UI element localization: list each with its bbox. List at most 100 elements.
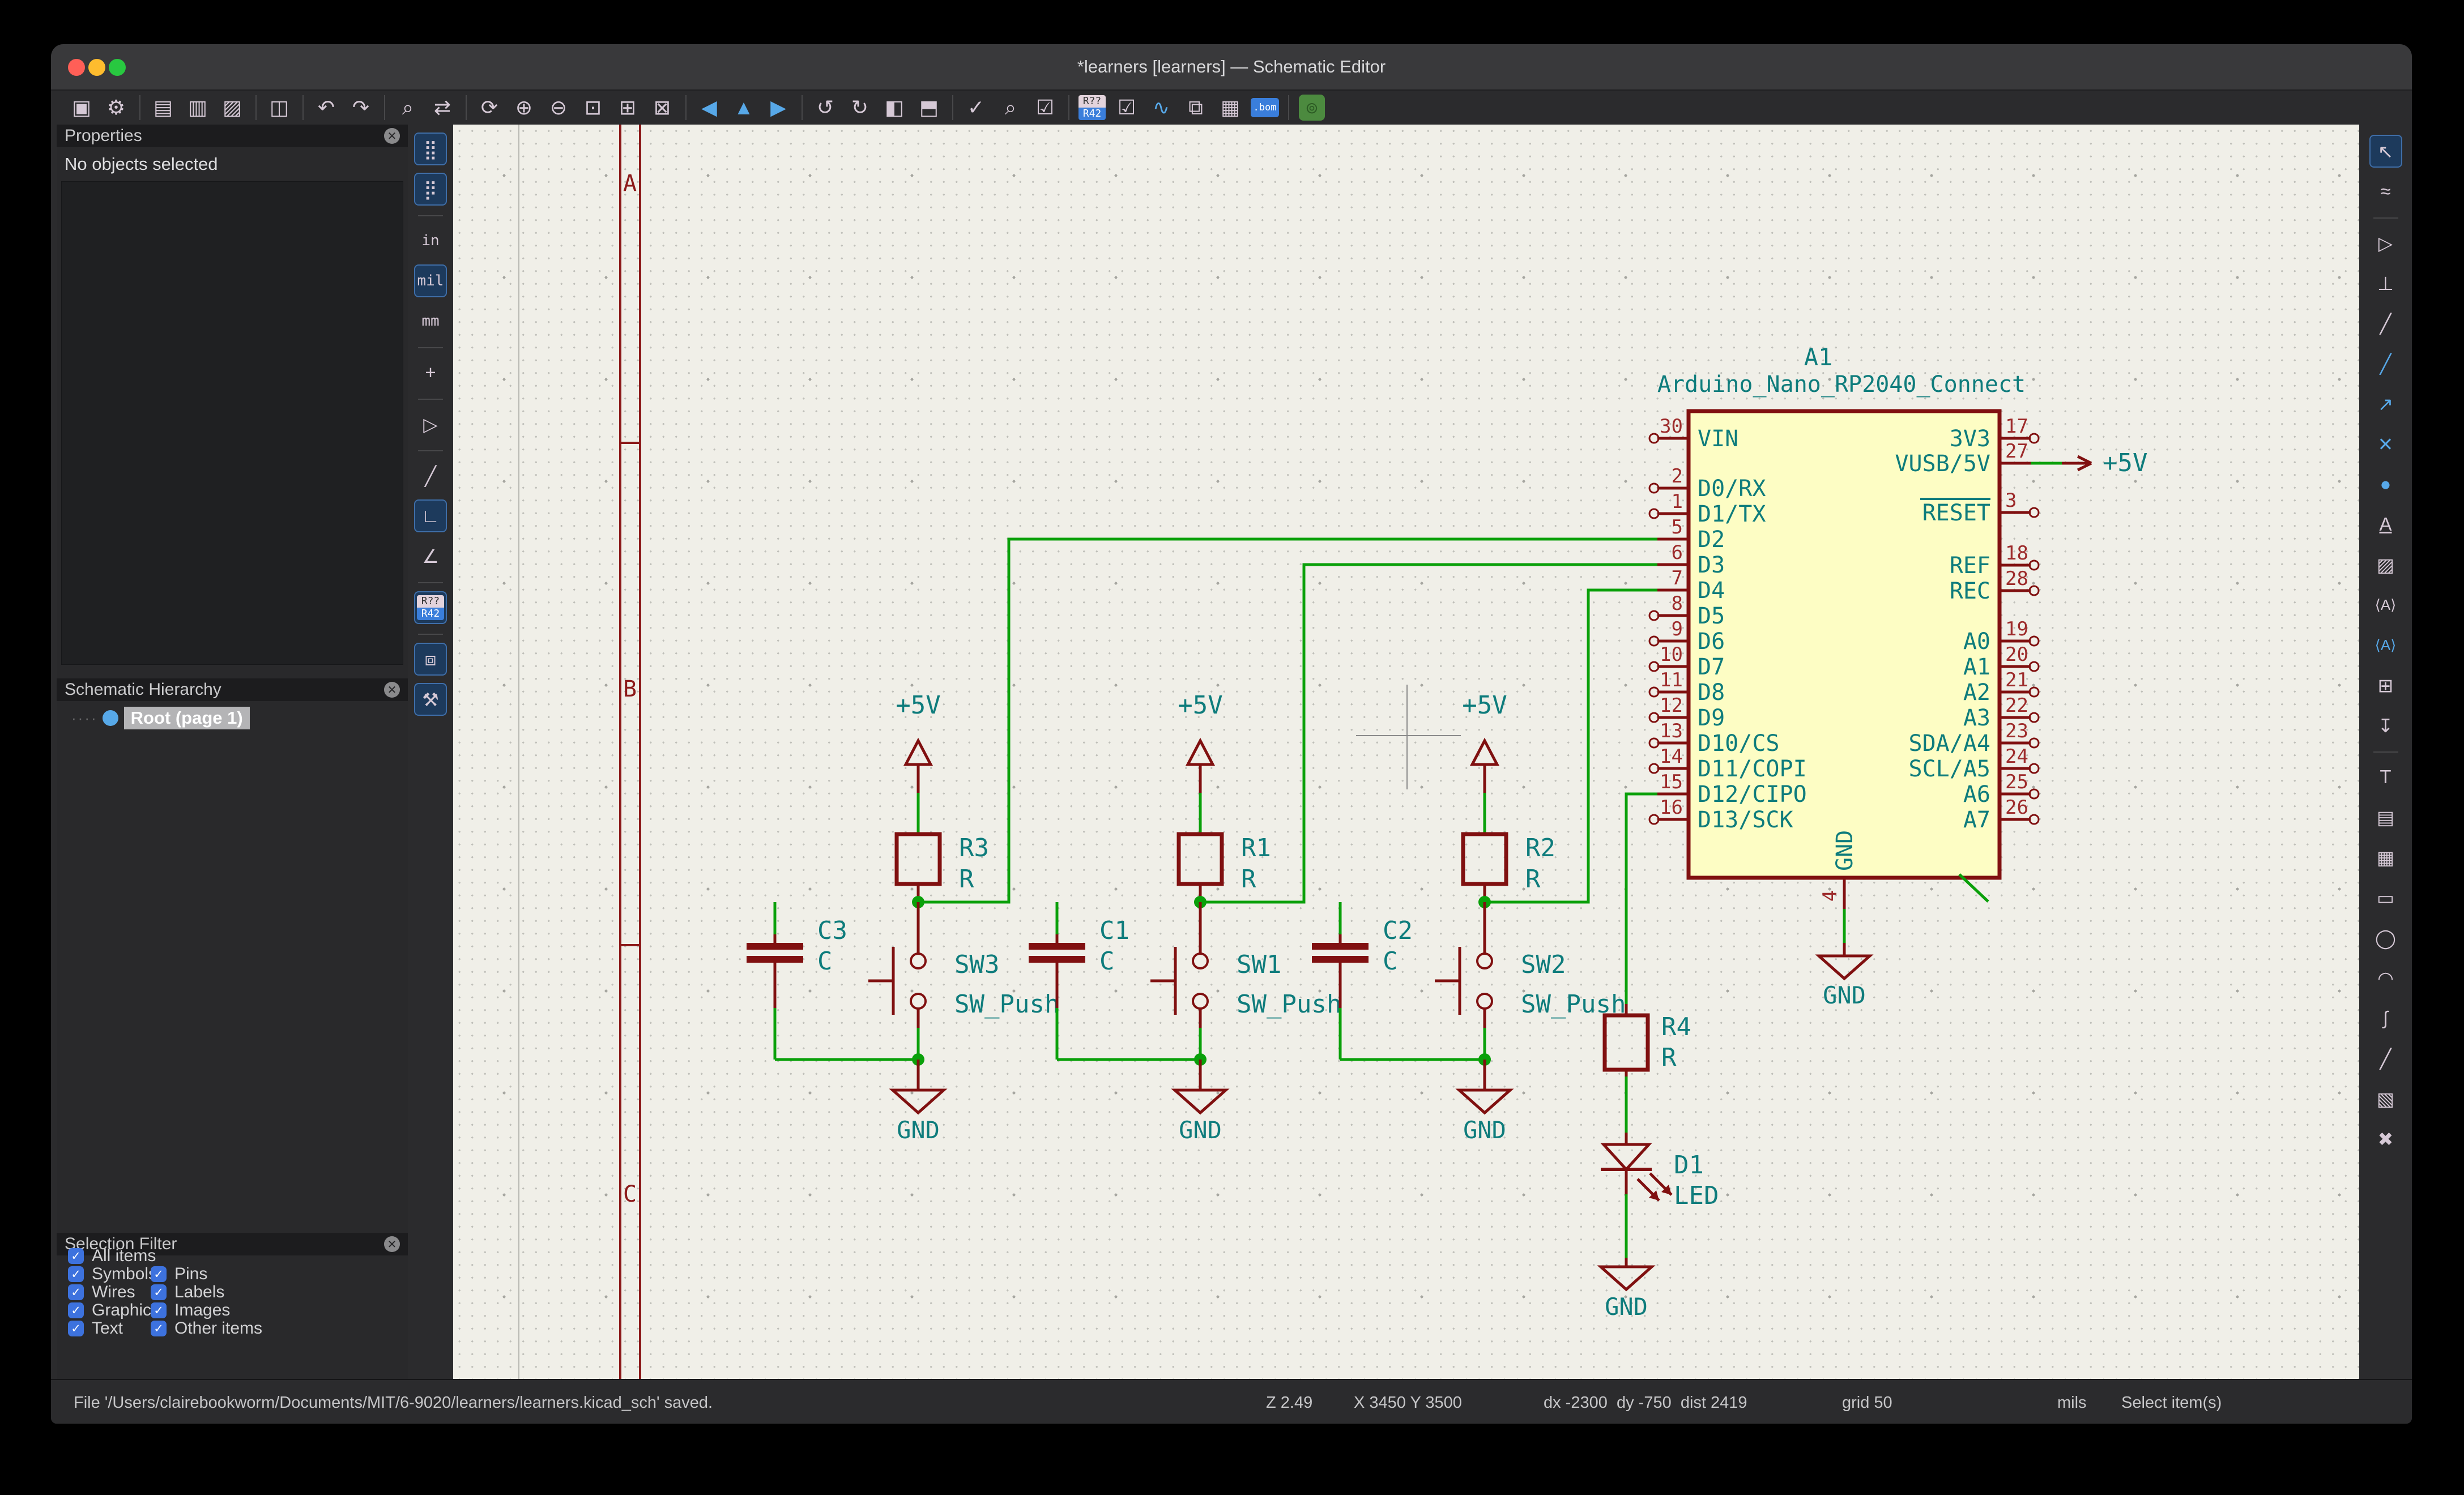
- select-tool[interactable]: ↖: [2369, 135, 2402, 168]
- zoom-fit-objects-button[interactable]: ⊞: [613, 93, 642, 122]
- resistor-R2[interactable]: [1463, 834, 1506, 884]
- delete-tool[interactable]: ✖: [2369, 1122, 2402, 1155]
- highlight-net-button[interactable]: ≈: [2369, 175, 2402, 208]
- zoom-out-button[interactable]: ⊖: [544, 93, 573, 122]
- add-no-connect-button[interactable]: ✕: [2369, 428, 2402, 460]
- hidden-pins-button[interactable]: ▷: [414, 408, 447, 441]
- show-properties-tools-button[interactable]: ⚒: [414, 683, 447, 716]
- print-button[interactable]: ▥: [183, 93, 212, 122]
- check-symbols-button[interactable]: ✓: [961, 93, 991, 122]
- plot-button[interactable]: ▨: [218, 93, 247, 122]
- checkbox-icon[interactable]: ✓: [68, 1284, 84, 1300]
- add-hierarchical-label-button[interactable]: ⟨A⟩: [2369, 629, 2402, 661]
- add-junction-button[interactable]: ●: [2369, 468, 2402, 501]
- add-power-symbol-button[interactable]: ⊥: [2369, 267, 2402, 300]
- redo-button[interactable]: ↷: [346, 93, 376, 122]
- checkbox-icon[interactable]: ✓: [151, 1266, 167, 1282]
- add-bezier-button[interactable]: ∫: [2369, 1002, 2402, 1035]
- assign-footprints-button[interactable]: ⧉: [1181, 93, 1210, 122]
- add-netclass-directive-button[interactable]: ▨: [2369, 548, 2402, 581]
- hierarchy-item-label[interactable]: Root (page 1): [124, 707, 250, 729]
- zoom-selection-button[interactable]: ⊠: [647, 93, 677, 122]
- symbol-fields-table-button[interactable]: ▦: [1216, 93, 1245, 122]
- simulator-button[interactable]: ∿: [1146, 93, 1176, 122]
- schematic-drawing[interactable]: ABCA1Arduino_Nano_RP2040_Connect30VIN2D0…: [453, 125, 2359, 1381]
- add-circle-button[interactable]: ◯: [2369, 921, 2402, 954]
- add-line-button[interactable]: ╱: [2369, 1042, 2402, 1075]
- rotate-ccw-button[interactable]: ↺: [811, 93, 840, 122]
- checkbox-icon[interactable]: ✓: [68, 1266, 84, 1282]
- add-wire-button[interactable]: ╱: [2369, 307, 2402, 340]
- import-sheet-pin-button[interactable]: ↧: [2369, 709, 2402, 742]
- filter-all-items[interactable]: ✓All items: [68, 1246, 156, 1266]
- nav-forward-button[interactable]: ▶: [764, 93, 793, 122]
- filter-labels[interactable]: ✓Labels: [151, 1283, 224, 1302]
- auto-annotate-button[interactable]: R??R42: [414, 591, 447, 624]
- close-icon[interactable]: ✕: [384, 682, 400, 698]
- add-net-label-button[interactable]: A: [2369, 508, 2402, 541]
- checkbox-icon[interactable]: ✓: [151, 1302, 167, 1318]
- schematic-setup-button[interactable]: ⚙: [101, 93, 131, 122]
- nav-back-button[interactable]: ◀: [694, 93, 724, 122]
- checkbox-icon[interactable]: ✓: [68, 1321, 84, 1336]
- paste-button[interactable]: ◫: [265, 93, 294, 122]
- wire-hv-button[interactable]: ∟: [414, 499, 447, 532]
- switch-contact[interactable]: [911, 994, 926, 1009]
- mirror-vertical-button[interactable]: ⬒: [914, 93, 944, 122]
- filter-other-items[interactable]: ✓Other items: [151, 1319, 262, 1338]
- gnd-symbol[interactable]: [1459, 1090, 1510, 1113]
- switch-contact[interactable]: [1477, 954, 1492, 968]
- grid-dots-button[interactable]: ⣿: [414, 133, 447, 165]
- add-symbol-button[interactable]: ▷: [2369, 227, 2402, 259]
- resistor-R4[interactable]: [1605, 1015, 1648, 1070]
- add-image-button[interactable]: ▧: [2369, 1082, 2402, 1115]
- add-rectangle-button[interactable]: ▭: [2369, 881, 2402, 914]
- power-symbol[interactable]: [1188, 741, 1213, 764]
- checkbox-icon[interactable]: ✓: [68, 1302, 84, 1318]
- add-table-button[interactable]: ▦: [2369, 841, 2402, 874]
- bom-export-button[interactable]: .bom: [1250, 93, 1280, 122]
- wire-free-angle-button[interactable]: ╱: [414, 459, 447, 492]
- filter-images[interactable]: ✓Images: [151, 1301, 230, 1320]
- switch-contact[interactable]: [1193, 994, 1208, 1009]
- resistor-R1[interactable]: [1179, 834, 1222, 884]
- cursor-crosshair-button[interactable]: +: [414, 356, 447, 389]
- units-inches-button[interactable]: in: [414, 224, 447, 257]
- grid-override-button[interactable]: ⡿: [414, 173, 447, 206]
- close-icon[interactable]: ✕: [384, 1236, 400, 1252]
- filter-graphics[interactable]: ✓Graphics: [68, 1301, 160, 1320]
- add-text-box-button[interactable]: ▤: [2369, 801, 2402, 834]
- resistor-R3[interactable]: [897, 834, 940, 884]
- power-symbol[interactable]: [1472, 741, 1497, 764]
- filter-text[interactable]: ✓Text: [68, 1319, 123, 1338]
- units-mm-button[interactable]: mm: [414, 305, 447, 338]
- checkbox-icon[interactable]: ✓: [151, 1321, 167, 1336]
- gnd-symbol[interactable]: [1175, 1090, 1226, 1113]
- filter-pins[interactable]: ✓Pins: [151, 1265, 207, 1284]
- add-hierarchical-sheet-button[interactable]: ⊞: [2369, 669, 2402, 702]
- wire-45-button[interactable]: ∠: [414, 540, 447, 573]
- add-text-button[interactable]: T: [2369, 761, 2402, 793]
- schematic-canvas[interactable]: ABCA1Arduino_Nano_RP2040_Connect30VIN2D0…: [453, 125, 2359, 1380]
- wire-net[interactable]: [1626, 794, 1657, 1004]
- switch-contact[interactable]: [1477, 994, 1492, 1009]
- erc-button[interactable]: ☑: [1112, 93, 1141, 122]
- switch-contact[interactable]: [911, 954, 926, 968]
- hierarchy-navigator-button[interactable]: ⧈: [414, 643, 447, 676]
- filter-symbols[interactable]: ✓Symbols: [68, 1265, 157, 1284]
- power-symbol[interactable]: [906, 741, 931, 764]
- wire-net[interactable]: [1485, 590, 1657, 902]
- add-bus-button[interactable]: ╱: [2369, 347, 2402, 380]
- rotate-cw-button[interactable]: ↻: [845, 93, 875, 122]
- zoom-in-button[interactable]: ⊕: [509, 93, 539, 122]
- open-pcb-editor-button[interactable]: ⊚: [1297, 93, 1327, 122]
- save-button[interactable]: ▣: [67, 93, 96, 122]
- gnd-symbol[interactable]: [1601, 1267, 1652, 1289]
- close-icon[interactable]: ✕: [384, 128, 400, 144]
- find-replace-button[interactable]: ⇄: [428, 93, 457, 122]
- gnd-symbol[interactable]: [893, 1090, 944, 1113]
- checkbox-icon[interactable]: ✓: [68, 1248, 84, 1264]
- led-D1[interactable]: [1604, 1144, 1649, 1169]
- undo-button[interactable]: ↶: [312, 93, 341, 122]
- find-button[interactable]: ⌕: [393, 93, 423, 122]
